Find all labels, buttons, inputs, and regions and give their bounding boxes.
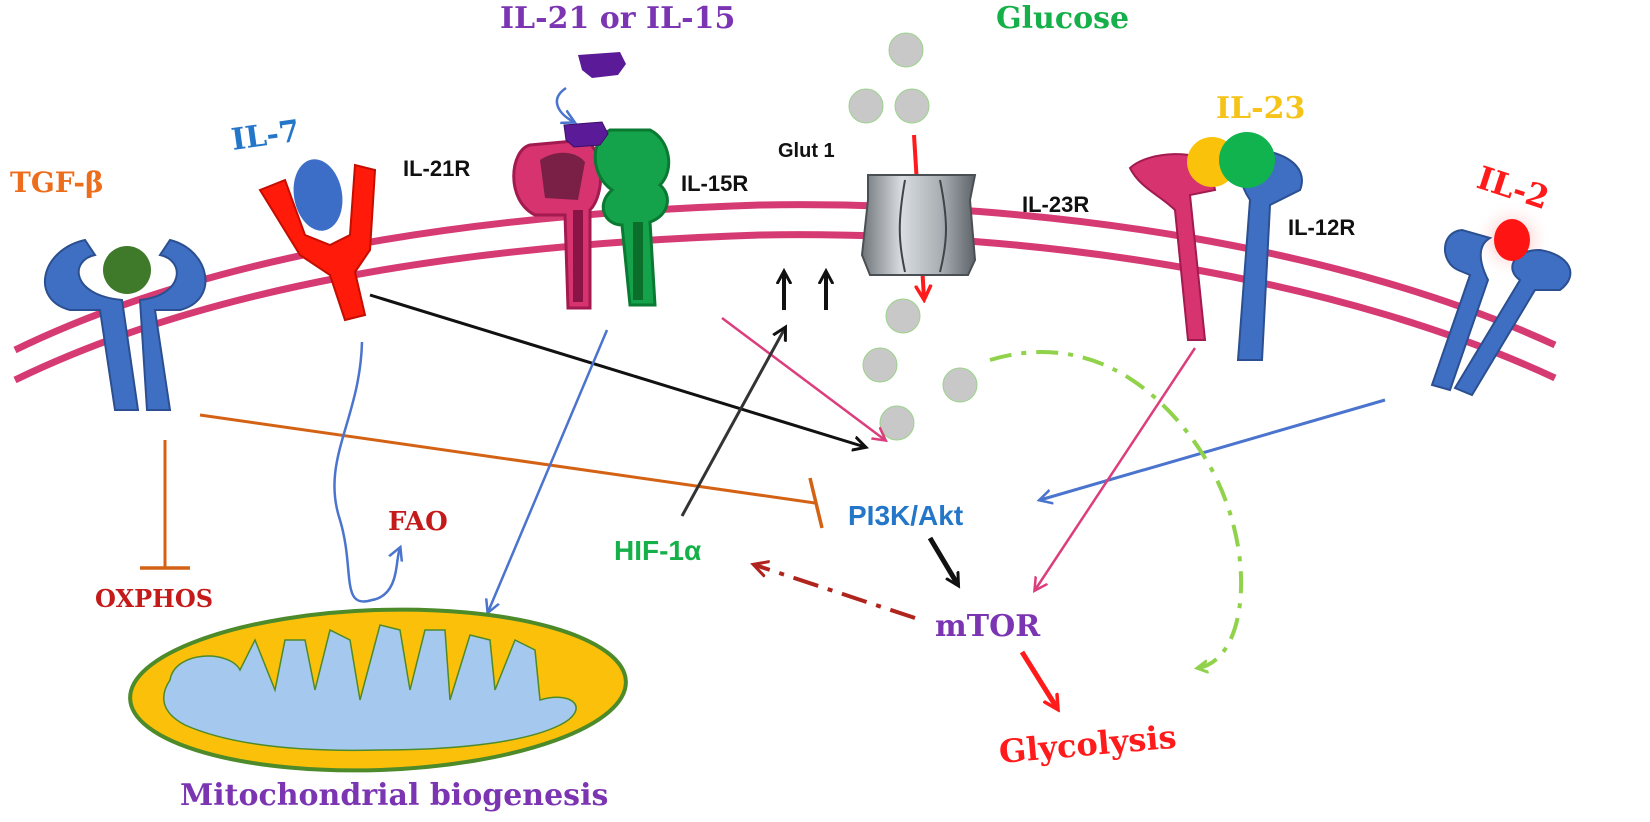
- il7-label: IL-7: [229, 114, 302, 158]
- tgfb-receptor: [43, 238, 207, 411]
- il2-ligand: [1494, 219, 1530, 261]
- mtor-to-hif-arrow: [755, 565, 916, 620]
- oxphos-label: OXPHOS: [95, 584, 213, 613]
- il15-to-pi3k-arrow: [721, 316, 885, 440]
- pi3k-akt-label: PI3K/Akt: [848, 500, 963, 531]
- glycolysis-label: Glycolysis: [997, 718, 1177, 771]
- tgfb-label: TGF-β: [10, 166, 104, 199]
- mtor-label: mTOR: [935, 609, 1041, 644]
- glucose-molecules: [848, 32, 978, 441]
- il23-label: IL-23: [1216, 91, 1305, 126]
- fao-label: FAO: [388, 507, 448, 537]
- il15-to-mito-arrow: [488, 329, 609, 612]
- il7-to-fao-arrow: [333, 341, 400, 603]
- mito-biogenesis-label: Mitochondrial biogenesis: [180, 778, 608, 813]
- il21-bound-ligand: [563, 121, 609, 148]
- mitochondrion: [128, 607, 628, 773]
- mtor-to-glycolysis-arrow: [1019, 650, 1057, 708]
- il21r-label: IL-21R: [403, 156, 470, 181]
- tgfb-inhibits-pi3k: [199, 413, 824, 529]
- cell-membrane: [13, 201, 1557, 384]
- glycolysis-feedback-arrow: [989, 350, 1244, 668]
- il23-ligand-green: [1219, 132, 1275, 188]
- il7-ligand: [293, 159, 343, 231]
- glut1-label: Glut 1: [778, 140, 835, 162]
- il23r-receptor: [1128, 153, 1217, 341]
- il2-receptor: [1430, 200, 1572, 397]
- hif1a-label: HIF-1α: [614, 535, 701, 566]
- il12r-label: IL-12R: [1288, 215, 1355, 240]
- il15r-receptor: [593, 128, 671, 307]
- il23r-label: IL-23R: [1022, 192, 1089, 217]
- tgfb-inhibits-oxphos: [140, 440, 190, 570]
- il23-to-mtor-arrow: [1035, 347, 1197, 590]
- pi3k-to-mtor-arrow: [927, 536, 961, 585]
- il15r-label: IL-15R: [681, 171, 748, 196]
- tgfb-ligand: [103, 246, 151, 294]
- glut1-transporter: [860, 174, 977, 276]
- il7-receptor: [258, 159, 377, 322]
- ligand-binding-arrow: [555, 86, 574, 122]
- glut1-upregulation-arrows: [784, 272, 826, 310]
- il21r-receptor: [512, 138, 603, 310]
- hif-to-glut-arrow: [680, 328, 785, 517]
- glucose-label: Glucose: [996, 1, 1129, 36]
- il2-to-pi3k-arrow: [1040, 398, 1386, 500]
- il21-ligand: [578, 52, 626, 78]
- il21-il15-label: IL-21 or IL-15: [500, 1, 735, 36]
- il7-to-pi3k-arrow: [369, 293, 865, 447]
